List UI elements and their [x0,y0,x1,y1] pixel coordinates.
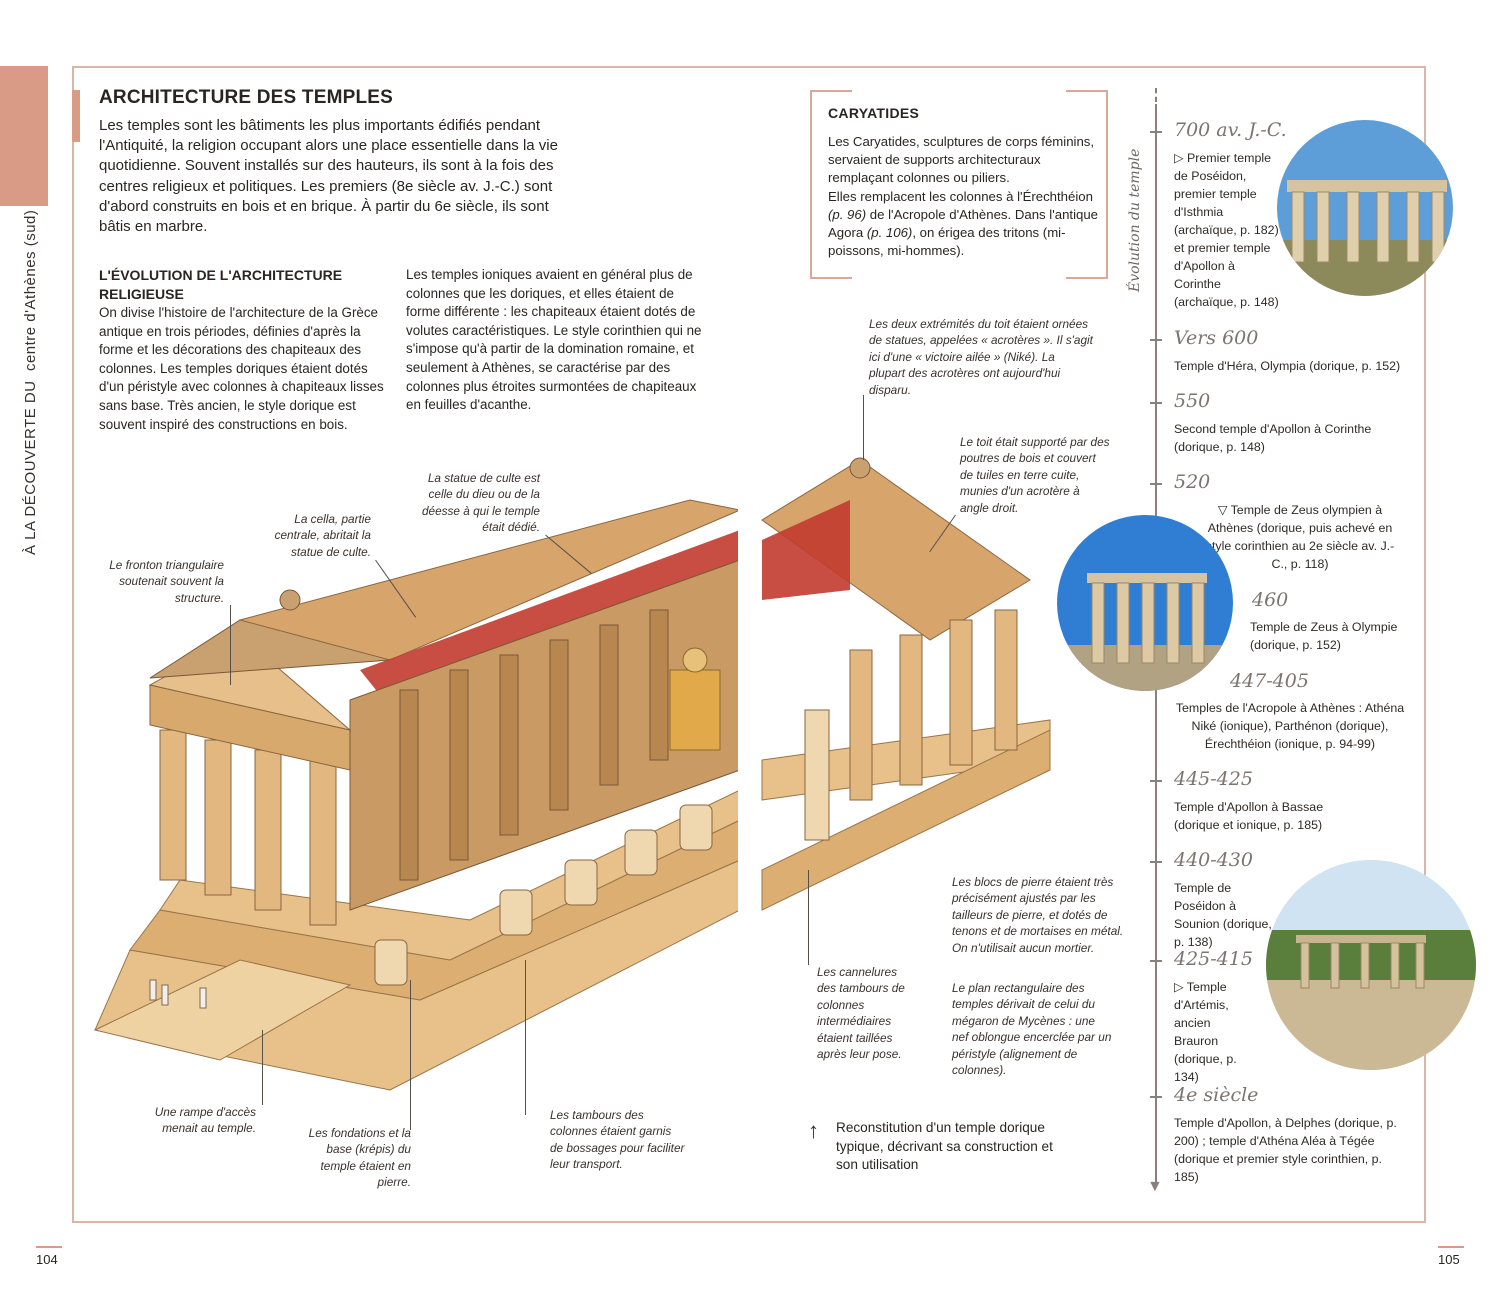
timeline-arrow-icon: ▼ [1147,1178,1163,1195]
evolution-title: L'ÉVOLUTION DE L'ARCHITECTURE RELIGIEUSE [99,267,343,302]
caption-plan: Le plan rectangulaire des temples dériva… [952,981,1112,1078]
timeline-date: 520 [1174,471,1211,493]
timeline-text: Temple de Poséidon à Sounion (dorique, p… [1174,881,1272,949]
timeline-date: 425-415 [1174,948,1253,970]
section-running-head: À LA DÉCOUVERTE DU centre d'Athènes (sud… [22,210,39,555]
caption-fondations: Les fondations et la base (krépis) du te… [308,1126,411,1190]
caryatides-box [810,90,1108,279]
leader-rampe [262,1030,263,1105]
timeline-text: Temple de Zeus à Olympie (dorique, p. 15… [1250,620,1398,652]
timeline-date: 460 [1252,589,1289,611]
timeline-text: ▽ Temple de Zeus olympien à Athènes (dor… [1205,503,1395,571]
timeline-date: 440-430 [1174,849,1253,871]
timeline-tick [1150,483,1162,485]
temple-illustration [93,457,1051,1130]
page-number-rule [36,1246,62,1248]
arrow-up-icon: ↑ [808,1118,819,1143]
reconstitution-caption: Reconstitution d'un temple dorique typiq… [836,1120,1053,1173]
caryatides-p1: Les Caryatides, sculptures de corps fémi… [828,134,1095,186]
caryatides-ref2: (p. 106) [866,225,913,241]
title-accent-bar [72,90,80,142]
caryatides-p2a: Elles remplacent les colonnes à l'Érecht… [828,188,1093,204]
caryatides-p2b: de l'Acropole d'Athènes. Dans l'antique … [828,206,1099,241]
caption-fronton: Le fronton triangulaire soutenait souven… [109,558,224,605]
leader-acroteres [863,395,864,460]
caption-tambours: Les tambours des colonnes étaient garnis… [550,1108,685,1172]
evolution-col2: Les temples ioniques avaient en général … [406,267,702,413]
caryatides-title: CARYATIDES [828,105,920,121]
leader-cannelures [808,870,809,965]
section-prefix: À LA DÉCOUVERTE DU [22,380,39,555]
evolution-col1: On divise l'histoire de l'architecture d… [99,305,384,432]
timeline-tick [1150,780,1162,782]
timeline-text: Second temple d'Apollon à Corinthe (dori… [1174,422,1372,454]
intro-paragraph: Les temples sont les bâtiments les plus … [99,117,558,236]
page-frame [72,66,1426,1223]
timeline-tick [1150,131,1162,133]
timeline-text: ▷ Premier temple de Poséidon, premier te… [1174,151,1279,309]
timeline-date: Vers 600 [1174,327,1259,349]
caption-cella: La cella, partie centrale, abritait la s… [274,512,371,559]
page-number-right: 105 [1438,1252,1460,1267]
timeline-date: 550 [1174,390,1211,412]
timeline-text: Temples de l'Acropole à Athènes : Athéna… [1175,701,1405,751]
timeline-text: Temple d'Apollon, à Delphes (dorique, p.… [1174,1116,1397,1184]
caryatides-ref: (p. 96) [828,206,867,222]
leader-fronton [230,605,231,685]
caryatides-text: Les Caryatides, sculptures de corps fémi… [828,133,1103,260]
timeline-tick [1150,861,1162,863]
leader-tambours [525,960,526,1115]
page-number-rule [1438,1246,1464,1248]
photo-temple-zeus [1057,515,1233,691]
section-place: centre d'Athènes (sud) [22,209,39,372]
caption-rampe: Une rampe d'accès menait au temple. [154,1105,256,1136]
leader-fondations [410,980,411,1130]
timeline-text: Temple d'Apollon à Bassae (dorique et io… [1174,800,1324,832]
caption-statue: La statue de culte est celle du dieu ou … [421,471,540,535]
photo-temple-isthmia [1277,120,1453,296]
caption-toit: Le toit était supporté par des poutres d… [960,435,1110,515]
caryatides-p2c: , on érigea des tritons (mi-poissons, mi… [828,225,1066,259]
timeline-label: Évolution du temple [1127,148,1143,292]
timeline-date: 4e siècle [1174,1084,1259,1106]
timeline-tick [1150,339,1162,341]
timeline-date: 700 av. J.-C. [1174,119,1287,141]
timeline-tick [1150,402,1162,404]
timeline-date: 447-405 [1230,670,1309,692]
timeline-dash [1155,88,1159,102]
timeline-text: Temple d'Héra, Olympia (dorique, p. 152) [1174,359,1401,373]
page-title: ARCHITECTURE DES TEMPLES [99,87,394,108]
timeline-date: 445-425 [1174,768,1253,790]
caption-cannelures: Les cannelures des tambours de colonnes … [817,965,905,1062]
caption-blocs: Les blocs de pierre étaient très précisé… [952,875,1124,955]
timeline-tick [1150,960,1162,962]
page-number-left: 104 [36,1252,58,1267]
timeline-text: ▷ Temple d'Artémis, ancien Brauron (dori… [1174,980,1237,1084]
caption-acroteres: Les deux extrémités du toit étaient orné… [869,317,1093,397]
timeline-tick [1150,1096,1162,1098]
section-tab [0,66,48,206]
photo-temple-brauron [1266,860,1476,1070]
